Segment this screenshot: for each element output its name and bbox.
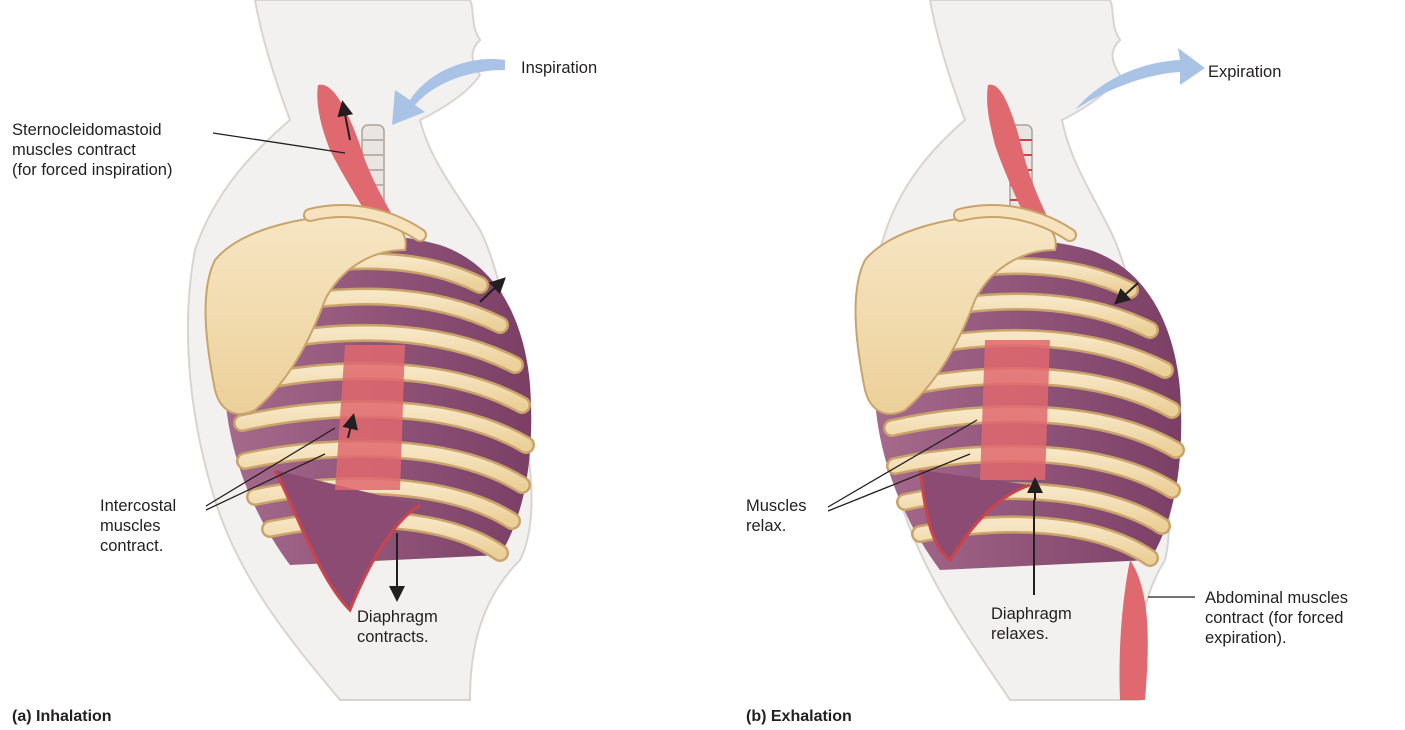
- exhalation-caption: (b) Exhalation: [746, 708, 852, 726]
- sternocleidomastoid-label: Sternocleidomastoid muscles contract (fo…: [12, 120, 172, 180]
- inspiration-label: Inspiration: [521, 58, 597, 78]
- inhalation-intercostal-muscle: [335, 345, 405, 490]
- inhalation-caption: (a) Inhalation: [12, 708, 112, 726]
- intercostal-label: Intercostal muscles contract.: [100, 496, 176, 556]
- diaphragm-contracts-label: Diaphragm contracts.: [357, 607, 438, 647]
- diaphragm-relaxes-label: Diaphragm relaxes.: [991, 604, 1072, 644]
- exhalation-intercostal-muscle: [980, 340, 1050, 480]
- abdominal-muscles-label: Abdominal muscles contract (for forced e…: [1205, 588, 1348, 648]
- muscles-relax-label: Muscles relax.: [746, 496, 807, 536]
- expiration-label: Expiration: [1208, 62, 1281, 82]
